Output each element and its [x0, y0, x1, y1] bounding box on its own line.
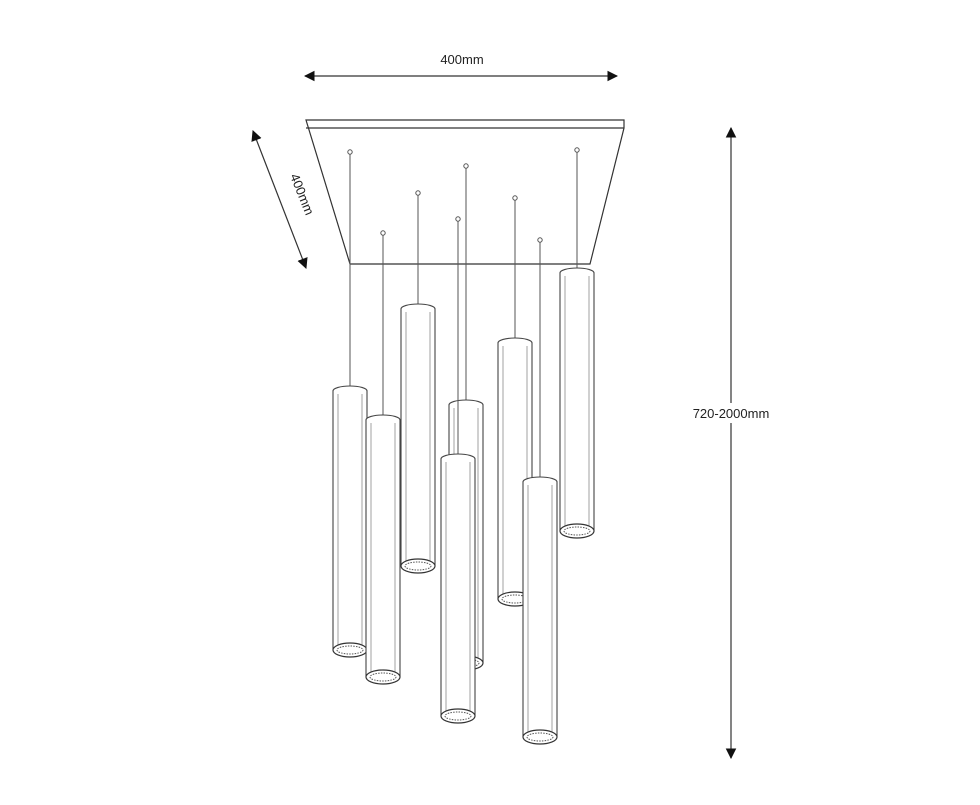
- pendant-8: [559, 147, 595, 539]
- light-ring-inner: [526, 732, 554, 742]
- height-dimension: 720-2000mm: [672, 126, 790, 760]
- ceiling-hook: [574, 147, 580, 153]
- tube-body: [365, 414, 401, 678]
- pendant-1: [332, 149, 368, 658]
- width-dimension: 400mm: [303, 52, 619, 82]
- tube-body: [559, 267, 595, 532]
- depth-arrow: [251, 129, 308, 270]
- ceiling-hook: [380, 230, 386, 236]
- light-ring-inner: [444, 711, 472, 721]
- pendant-group: [332, 147, 595, 745]
- depth-label: 400mm: [287, 171, 317, 217]
- pendant-5: [440, 216, 476, 724]
- light-ring-inner: [563, 526, 591, 536]
- ceiling-hook: [512, 195, 518, 201]
- ceiling-hook: [537, 237, 543, 243]
- ceiling-hook: [415, 190, 421, 196]
- pendant-3: [400, 190, 436, 574]
- tube-body: [400, 303, 436, 567]
- light-ring-inner: [369, 672, 397, 682]
- canopy-outline: [305, 119, 625, 265]
- height-label-background: [672, 403, 790, 423]
- height-label: 720-2000mm: [693, 406, 770, 421]
- light-ring-inner: [404, 561, 432, 571]
- width-label: 400mm: [440, 52, 483, 67]
- tube-body: [440, 453, 476, 717]
- depth-dimension: 400mm: [251, 129, 317, 270]
- pendant-7: [522, 237, 558, 745]
- ceiling-canopy: [305, 119, 625, 265]
- ceiling-hook: [347, 149, 353, 155]
- ceiling-hook: [455, 216, 461, 222]
- tube-body: [332, 385, 368, 651]
- tube-body: [522, 476, 558, 738]
- pendant-2: [365, 230, 401, 685]
- ceiling-hook: [463, 163, 469, 169]
- light-ring-inner: [336, 645, 364, 655]
